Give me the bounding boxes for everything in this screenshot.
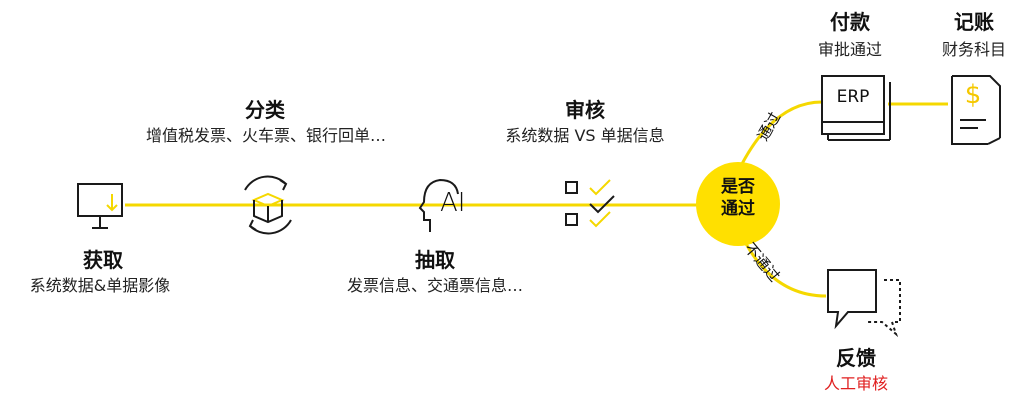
erp-label: ERP [836,87,870,107]
ai-letters: AI [440,188,466,218]
decision-line-2: 通过 [721,199,755,219]
extract-subtitle: 发票信息、交通票信息… [346,276,523,295]
acquire-subtitle: 系统数据&单据影像 [29,276,171,295]
audit-title: 审核 [565,98,605,122]
ai-head-icon [418,178,459,232]
decision-label: 是否 通过 [694,176,782,220]
feedback-subtitle: 人工审核 [823,374,888,393]
booking-title: 记账 [954,10,994,34]
decision-circle [696,162,780,246]
audit-subtitle: 系统数据 VS 单据信息 [505,126,665,145]
checklist-icon [565,179,615,228]
pass-branch-line [733,100,823,179]
payment-subtitle: 审批通过 [817,40,882,59]
decision-line-1: 是否 [721,177,755,197]
classify-subtitle: 增值税发票、火车票、银行回单… [145,126,386,145]
dollar-document-icon [951,75,1001,145]
classify-title: 分类 [245,98,285,122]
acquire-title: 获取 [83,248,123,272]
erp-window-icon [821,75,891,141]
feedback-title: 反馈 [836,346,876,370]
extract-title: 抽取 [415,248,455,272]
chat-bubbles-icon [827,269,901,338]
payment-title: 付款 [830,10,870,34]
box-cycle-icon [244,175,292,235]
booking-subtitle: 财务科目 [941,40,1006,59]
monitor-download-icon [77,183,123,229]
dollar-sign: $ [964,80,982,110]
